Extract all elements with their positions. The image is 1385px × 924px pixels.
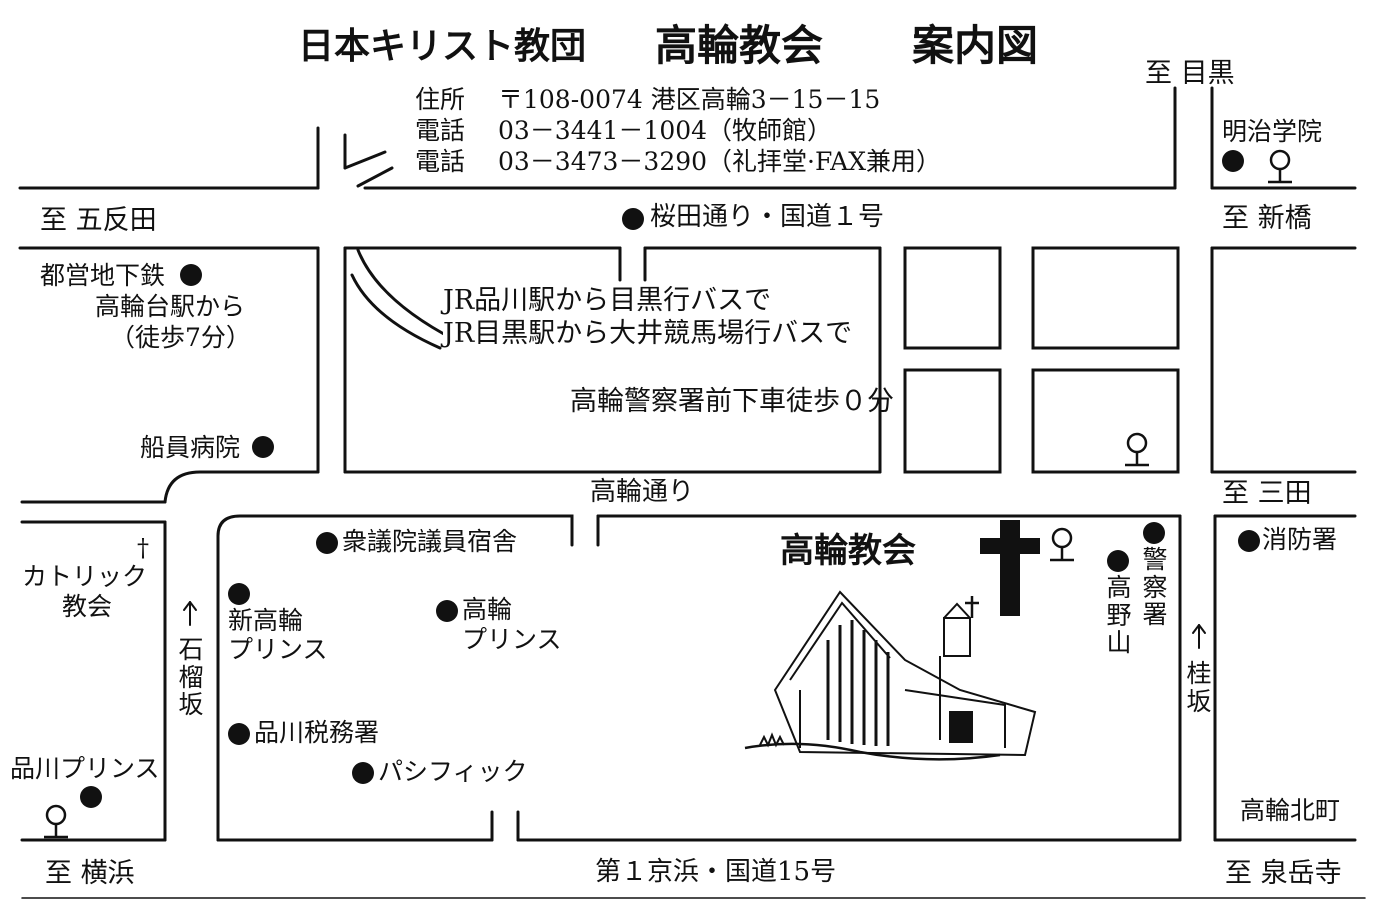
bus-route-1: JR品川駅から目黒行バスで <box>443 285 772 317</box>
direction-sengakuji: 至 泉岳寺 <box>1225 858 1342 889</box>
senin-hospital-marker <box>252 436 274 458</box>
church-title: 高輪教会 <box>655 21 824 70</box>
cross-icon <box>980 520 1040 616</box>
bus-route-2: JR目黒駅から大井競馬場行バスで <box>443 318 853 350</box>
landmark-senin-hospital: 船員病院 <box>140 433 241 462</box>
tax-office-marker <box>228 723 250 745</box>
direction-meguro: 至 目黒 <box>1145 58 1235 89</box>
landmark-police: 警察署 <box>1142 545 1168 629</box>
road-takanawa: 高輪通り <box>590 477 695 507</box>
subway-line1: 都営地下鉄 <box>40 261 166 290</box>
school-symbol-icon <box>44 804 68 839</box>
church-illustration <box>744 590 1037 761</box>
road-keihin: 第１京浜・国道15号 <box>595 857 837 887</box>
landmark-pacific: パシフィック <box>378 757 528 786</box>
tel1-label: 電話 <box>415 116 466 145</box>
landmark-kitamachi: 高輪北町 <box>1240 796 1341 825</box>
subway-station-marker <box>180 264 202 286</box>
tel2-value: 03－3473－3290（礼拝堂·FAX兼用） <box>498 147 942 176</box>
shin-takanawa-marker <box>228 583 250 605</box>
takanawa-prince-marker <box>436 600 458 622</box>
meiji-gakuin-marker <box>1222 150 1244 172</box>
subway-line2: 高輪台駅から <box>95 292 246 321</box>
landmark-shin-takanawa-line2: プリンス <box>228 635 328 664</box>
address-value: 〒108-0074 港区高輪3－15－15 <box>498 85 881 114</box>
tel1-value: 03－3441－1004（牧師館） <box>498 116 833 145</box>
landmark-tax-office: 品川税務署 <box>254 718 380 747</box>
bus-stop-note: 高輪警察署前下車徒歩０分 <box>570 386 894 417</box>
road-ishiyama-zaka: 石榴坂 <box>178 635 204 719</box>
landmark-shugiin: 衆議院議員宿舎 <box>342 527 518 556</box>
landmark-koyasan: 高野山 <box>1106 573 1132 657</box>
police-marker <box>1143 522 1165 544</box>
landmark-catholic-line2: 教会 <box>62 592 113 621</box>
shugiin-marker <box>316 532 338 554</box>
landmark-meiji-gakuin: 明治学院 <box>1222 117 1323 146</box>
tel2-label: 電話 <box>415 147 466 176</box>
landmark-catholic-line1: カトリック <box>22 562 148 591</box>
pacific-marker <box>352 762 374 784</box>
sakurada-marker <box>622 208 644 230</box>
address-label: 住所 <box>415 85 466 114</box>
landmark-takanawa-prince-line2: プリンス <box>462 625 562 654</box>
direction-mita: 至 三田 <box>1222 478 1312 509</box>
school-symbol-icon <box>1125 432 1149 467</box>
cross-small-icon: † <box>137 534 149 562</box>
landmark-shin-takanawa-line1: 新高輪 <box>228 606 304 635</box>
shinagawa-prince-marker <box>80 786 102 808</box>
school-symbol-icon <box>1268 149 1292 184</box>
koyasan-marker <box>1107 550 1129 572</box>
road-katsura-zaka: 桂坂 <box>1186 659 1212 716</box>
direction-gotanda: 至 五反田 <box>40 205 157 236</box>
subway-line3: （徒歩7分） <box>110 323 251 352</box>
fire-station-marker <box>1238 530 1260 552</box>
map-title: 案内図 <box>912 21 1039 70</box>
landmark-takanawa-prince-line1: 高輪 <box>462 595 513 624</box>
direction-shinbashi: 至 新橋 <box>1222 203 1312 234</box>
landmark-shinagawa-prince: 品川プリンス <box>10 754 160 783</box>
road-sakurada: 桜田通り・国道１号 <box>650 202 885 232</box>
landmark-fire-station: 消防署 <box>1262 525 1338 554</box>
church-label: 高輪教会 <box>780 531 916 571</box>
direction-yokohama: 至 横浜 <box>45 858 135 889</box>
school-symbol-icon <box>1050 527 1074 562</box>
org-name: 日本キリスト教団 <box>298 26 587 67</box>
